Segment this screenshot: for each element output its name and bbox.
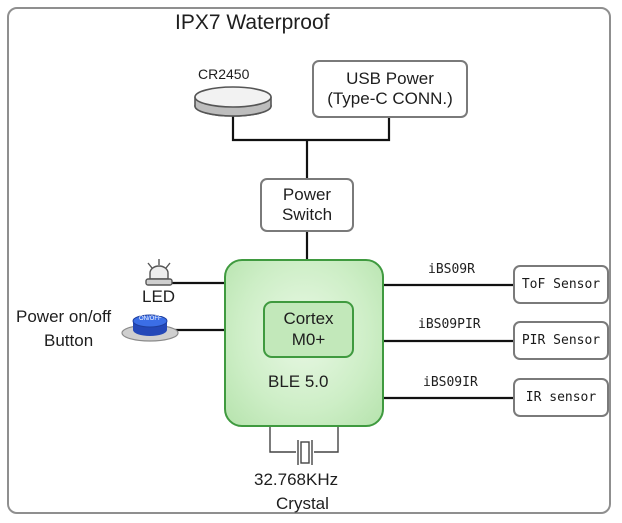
diagram-title: IPX7 Waterproof <box>175 11 330 34</box>
crystal-symbol <box>269 427 339 465</box>
pir-sensor-box: PIR Sensor <box>513 321 609 360</box>
power-button-label-line1: Power on/off <box>16 307 112 326</box>
coin-cell-icon <box>194 86 272 117</box>
power-button-icon <box>121 314 179 342</box>
power-switch-line2: Switch <box>281 205 333 224</box>
power-switch-line1: Power <box>282 184 332 204</box>
usb-power-line1: USB Power <box>346 68 434 88</box>
ir-sensor-wire-label: iBS09IR <box>423 375 478 390</box>
power-switch-box: Power Switch <box>260 178 354 232</box>
crystal-label-line1: 32.768KHz <box>254 470 339 489</box>
battery-wire <box>231 115 307 142</box>
usb-power-line2: (Type-C CONN.) <box>327 89 453 108</box>
crystal-label-line2: Crystal <box>276 494 329 513</box>
power-button-label-line2: Button <box>44 331 94 350</box>
ble-label: BLE 5.0 <box>268 372 329 391</box>
cortex-core-box: Cortex M0+ <box>263 301 354 358</box>
ir-sensor-box: IR sensor <box>513 378 609 417</box>
core-line2: M0+ <box>291 329 326 349</box>
tof-sensor-wire-label: iBS09R <box>428 262 475 277</box>
tof-sensor-box: ToF Sensor <box>513 265 609 304</box>
usb-wire <box>307 118 391 142</box>
usb-power-box: USB Power (Type-C CONN.) <box>312 60 468 118</box>
battery-label: CR2450 <box>198 66 250 82</box>
pir-sensor-wire-label: iBS09PIR <box>418 317 481 332</box>
led-icon <box>145 259 173 286</box>
power-button-cap-text: ON/OFF <box>139 316 162 322</box>
led-label: LED <box>142 287 176 306</box>
core-line1: Cortex <box>283 309 334 329</box>
